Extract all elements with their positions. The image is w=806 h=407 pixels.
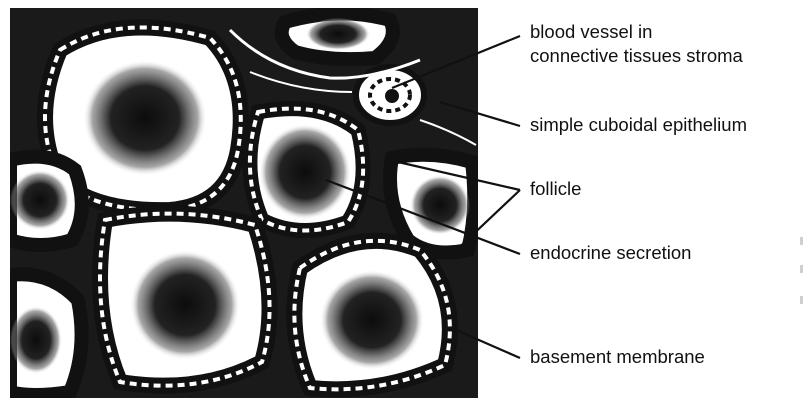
label-endocrine-secretion: endocrine secretion bbox=[530, 241, 691, 265]
colloid bbox=[306, 18, 370, 50]
edge-mark bbox=[800, 265, 803, 273]
edge-mark bbox=[800, 296, 803, 304]
label-blood-vessel-line1: blood vessel in bbox=[530, 20, 743, 44]
colloid bbox=[83, 60, 207, 176]
label-simple-cuboidal-epithelium: simple cuboidal epithelium bbox=[530, 113, 747, 137]
label-blood-vessel: blood vessel in connective tissues strom… bbox=[530, 20, 743, 68]
label-follicle: follicle bbox=[530, 177, 581, 201]
follicle-center bbox=[250, 109, 363, 231]
colloid bbox=[10, 170, 70, 230]
label-basement-membrane: basement membrane bbox=[530, 345, 705, 369]
colloid bbox=[130, 250, 240, 360]
edge-mark bbox=[800, 237, 803, 245]
follicle-left-edge bbox=[10, 157, 82, 245]
colloid bbox=[259, 124, 351, 220]
follicle-bottom-right bbox=[294, 241, 450, 390]
label-blood-vessel-line2: connective tissues stroma bbox=[530, 44, 743, 68]
follicle-bottom-left-edge bbox=[10, 274, 82, 395]
colloid bbox=[410, 175, 470, 235]
colloid bbox=[320, 270, 424, 370]
colloid bbox=[10, 306, 62, 374]
follicle-top-center bbox=[282, 13, 393, 59]
follicle-bottom-left bbox=[100, 214, 270, 386]
